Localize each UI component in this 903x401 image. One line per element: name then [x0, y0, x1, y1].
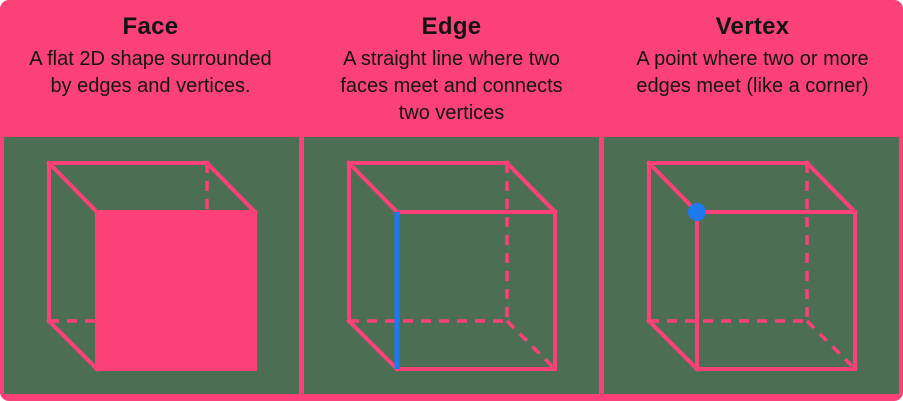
highlighted-face	[97, 212, 255, 369]
vertex-title: Vertex	[715, 13, 790, 40]
vertex-cube-diagram	[646, 160, 858, 372]
visible-edges	[646, 160, 858, 372]
vertex-description: A point where two or more edges meet (li…	[602, 46, 903, 100]
diagrams-row	[4, 137, 899, 394]
visible-edges	[46, 160, 258, 372]
face-title: Face	[122, 13, 179, 40]
edge-description-line: two vertices	[398, 102, 505, 124]
vertex-definition: Vertex A point where two or more edges m…	[602, 0, 903, 137]
face-diagram-panel	[4, 137, 299, 394]
edge-description-line: faces meet and connects	[340, 75, 563, 97]
face-description-line: A flat 2D shape surrounded	[29, 48, 272, 70]
highlighted-vertex-dot	[688, 203, 706, 221]
hidden-edges	[349, 163, 557, 371]
edge-description: A straight line where two faces meet and…	[301, 46, 602, 127]
edge-definition: Edge A straight line where two faces mee…	[301, 0, 602, 137]
face-cube-diagram	[46, 160, 258, 372]
face-definition: Face A flat 2D shape surrounded by edges…	[0, 0, 301, 137]
visible-edges	[346, 160, 558, 372]
vertex-description-line: edges meet (like a corner)	[636, 75, 869, 97]
edge-title: Edge	[421, 13, 482, 40]
hidden-edges	[649, 163, 857, 371]
face-description: A flat 2D shape surrounded by edges and …	[0, 46, 301, 100]
edge-cube-diagram	[346, 160, 558, 372]
edge-diagram-panel	[304, 137, 599, 394]
vertex-diagram-panel	[604, 137, 899, 394]
face-description-line: by edges and vertices.	[50, 75, 251, 97]
edge-description-line: A straight line where two	[343, 48, 560, 70]
vertex-description-line: A point where two or more	[636, 48, 869, 70]
definitions-row: Face A flat 2D shape surrounded by edges…	[0, 0, 903, 137]
